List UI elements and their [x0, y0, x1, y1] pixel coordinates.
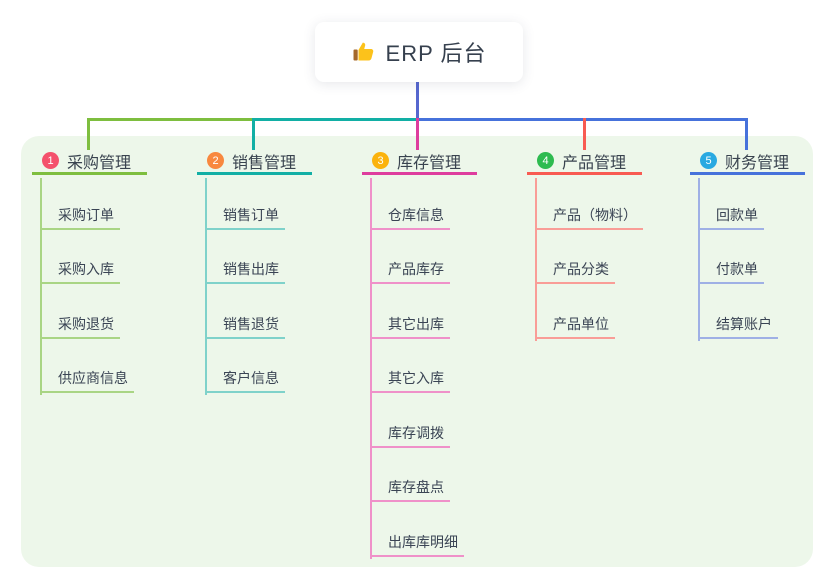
branch-header[interactable]: 4 产品管理 [527, 149, 642, 175]
branch-number-badge: 2 [207, 152, 224, 169]
branch-product: 4 产品管理 产品（物料） 产品分类 产品单位 [527, 149, 643, 341]
connector-drop-4 [583, 118, 586, 150]
connector-branch-1 [87, 118, 254, 121]
connector-branch-2 [252, 118, 418, 121]
branch-sales: 2 销售管理 销售订单 销售出库 销售退货 客户信息 [197, 149, 312, 395]
child-node[interactable]: 其它入库 [370, 365, 450, 393]
branch-header[interactable]: 2 销售管理 [197, 149, 312, 175]
thumbs-up-icon [352, 40, 376, 64]
child-node[interactable]: 销售出库 [205, 256, 285, 284]
child-node[interactable]: 采购入库 [40, 256, 120, 284]
child-node[interactable]: 出库库明细 [370, 529, 464, 557]
branch-header[interactable]: 5 财务管理 [690, 149, 805, 175]
child-node[interactable]: 回款单 [698, 202, 764, 230]
child-node[interactable]: 供应商信息 [40, 365, 134, 393]
child-node[interactable]: 采购订单 [40, 202, 120, 230]
connector-branch-5 [416, 118, 748, 121]
child-node[interactable]: 产品分类 [535, 256, 615, 284]
child-node[interactable]: 销售退货 [205, 311, 285, 339]
root-node[interactable]: ERP 后台 [315, 22, 523, 82]
child-node[interactable]: 采购退货 [40, 311, 120, 339]
branch-number-badge: 4 [537, 152, 554, 169]
branch-finance: 5 财务管理 回款单 付款单 结算账户 [690, 149, 805, 341]
branch-label: 采购管理 [67, 154, 132, 172]
branch-label: 财务管理 [725, 154, 790, 172]
connector-drop-5 [745, 118, 748, 150]
child-node[interactable]: 客户信息 [205, 365, 285, 393]
children-connector-line [40, 178, 42, 395]
child-node[interactable]: 库存盘点 [370, 474, 450, 502]
children-connector-line [698, 178, 700, 341]
branch-label: 销售管理 [232, 154, 297, 172]
branch-header[interactable]: 1 采购管理 [32, 149, 147, 175]
branch-label: 库存管理 [397, 154, 462, 172]
child-node[interactable]: 产品库存 [370, 256, 450, 284]
branch-number-badge: 5 [700, 152, 717, 169]
mindmap-panel [21, 136, 813, 567]
connector-drop-3 [416, 118, 419, 150]
child-node[interactable]: 其它出库 [370, 311, 450, 339]
child-node[interactable]: 产品（物料） [535, 202, 643, 230]
child-node[interactable]: 销售订单 [205, 202, 285, 230]
children-connector-line [205, 178, 207, 395]
branch-number-badge: 3 [372, 152, 389, 169]
children-connector-line [370, 178, 372, 559]
branch-inventory: 3 库存管理 仓库信息 产品库存 其它出库 其它入库 库存调拨 库存盘点 出库库… [362, 149, 477, 559]
branch-number-badge: 1 [42, 152, 59, 169]
child-node[interactable]: 仓库信息 [370, 202, 450, 230]
child-node[interactable]: 付款单 [698, 256, 764, 284]
child-node[interactable]: 结算账户 [698, 311, 778, 339]
connector-drop-1 [87, 118, 90, 150]
child-node[interactable]: 产品单位 [535, 311, 615, 339]
branch-purchase: 1 采购管理 采购订单 采购入库 采购退货 供应商信息 [32, 149, 147, 395]
branch-header[interactable]: 3 库存管理 [362, 149, 477, 175]
child-node[interactable]: 库存调拨 [370, 420, 450, 448]
root-label: ERP 后台 [385, 41, 487, 66]
connector-drop-2 [252, 118, 255, 150]
connector-root-drop [416, 82, 419, 119]
children-connector-line [535, 178, 537, 341]
branch-label: 产品管理 [562, 154, 627, 172]
